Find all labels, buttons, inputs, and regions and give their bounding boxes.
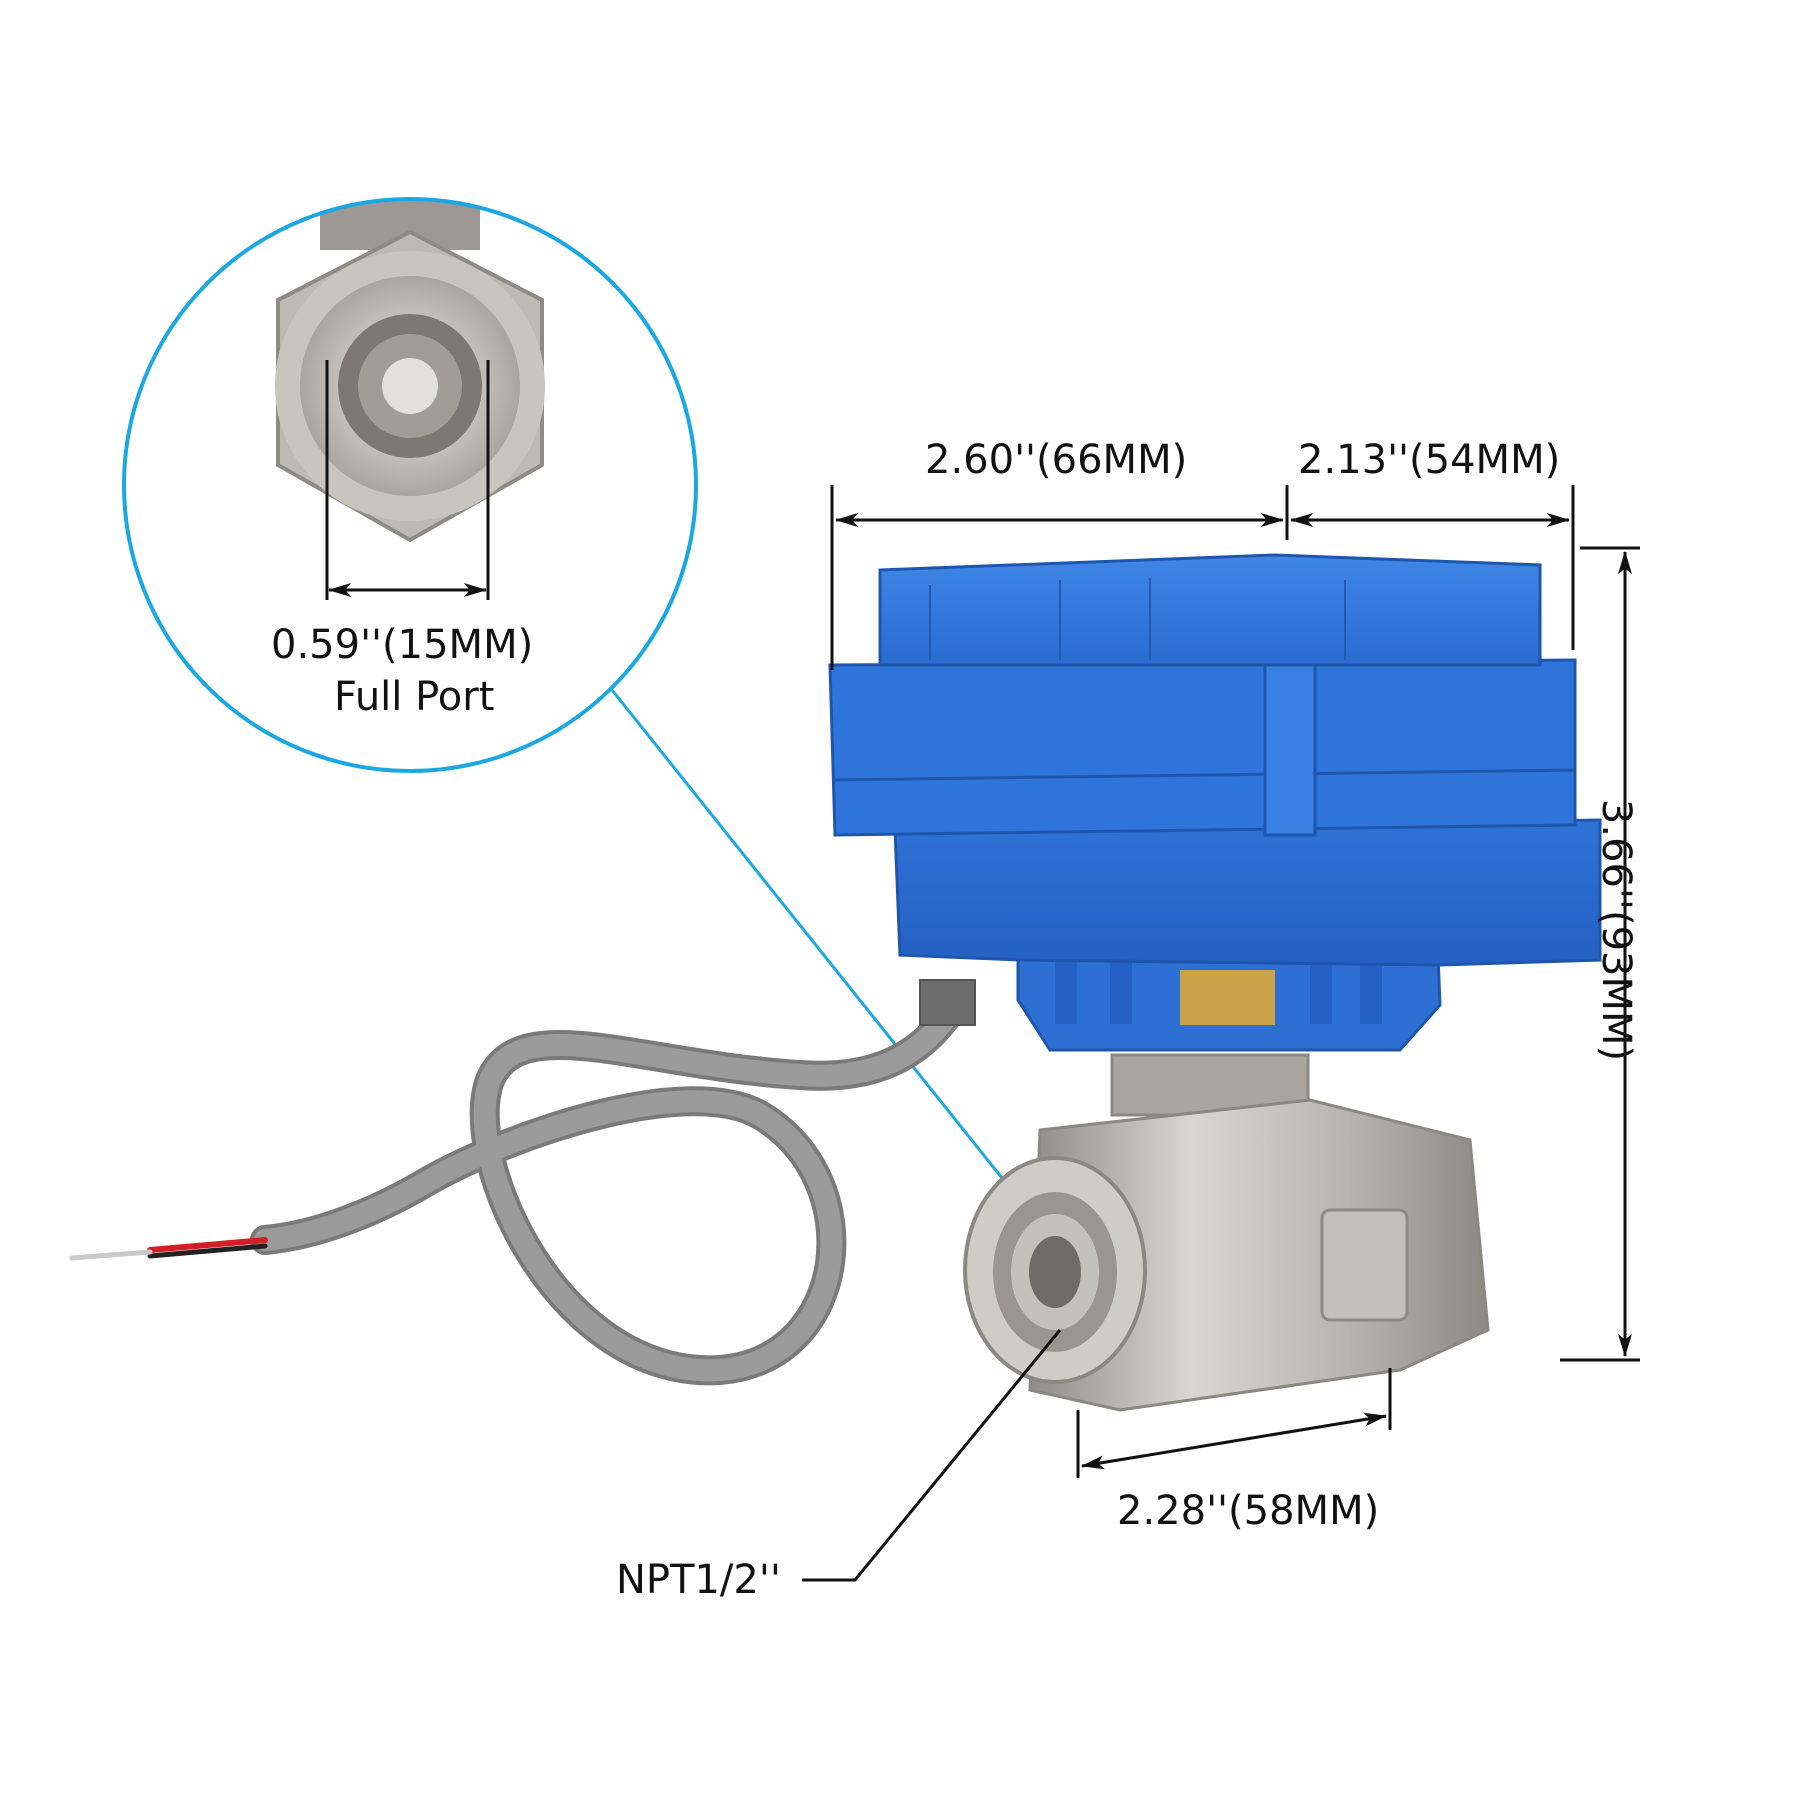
port-type-label: Full Port <box>334 674 495 720</box>
dimension-label-width-54mm: 2.13''(54MM) <box>1298 437 1561 483</box>
dimension-label-length-58mm: 2.28''(58MM) <box>1117 1488 1380 1534</box>
thread-size-label: NPT1/2'' <box>616 1557 781 1603</box>
npt-leader-line <box>802 1329 1062 1582</box>
dim-arrow-bottom-a <box>1080 1439 1235 1470</box>
valve-body <box>963 1053 1490 1412</box>
callout-leader-line <box>610 689 1012 1189</box>
dim-arrow-bottom-b <box>1233 1412 1388 1443</box>
port-detail-callout <box>122 197 698 773</box>
port-closeup-photo <box>124 199 696 771</box>
actuator <box>828 553 1602 1052</box>
dimension-label-width-66mm: 2.60''(66MM) <box>925 437 1188 483</box>
dimension-lines <box>802 485 1640 1582</box>
port-diameter-label: 0.59''(15MM) <box>271 622 534 668</box>
cable <box>69 990 970 1386</box>
dimension-label-height-93mm: 3.66''(93MM) <box>1593 798 1639 1062</box>
